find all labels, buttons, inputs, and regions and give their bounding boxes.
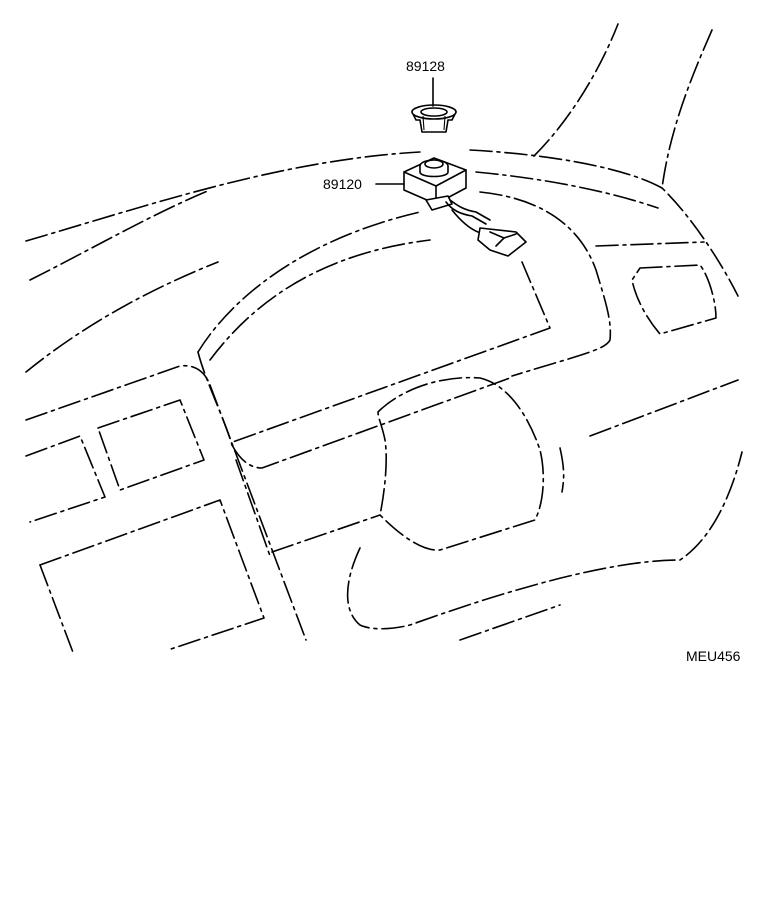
grommet-part — [411, 104, 457, 133]
dashboard-outline — [25, 23, 743, 656]
label-89128: 89128 — [406, 58, 445, 74]
label-89120: 89120 — [323, 176, 362, 192]
diagram-code: MEU456 — [686, 648, 741, 664]
sensor-part — [403, 157, 527, 257]
